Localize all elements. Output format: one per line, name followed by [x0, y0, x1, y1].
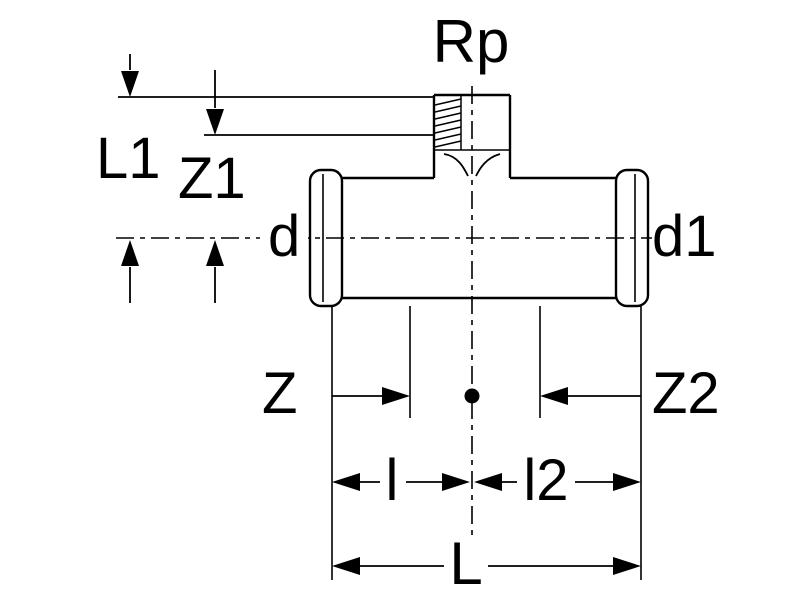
branch-outlet	[432, 93, 512, 178]
label-d-mask	[260, 212, 308, 262]
label-d: d	[268, 204, 300, 269]
label-l2-mask	[517, 452, 575, 508]
thread-hatch-icon	[434, 98, 462, 148]
fitting-body	[308, 168, 650, 308]
labels: Rp L1 Z1 d d1 Z Z2 l l2 L	[96, 8, 720, 597]
label-z1: Z1	[178, 146, 246, 211]
dim-L-arrow-left-icon	[332, 557, 360, 575]
label-L-total: L	[449, 530, 482, 597]
dim-Z2-arrow-left-icon	[540, 387, 568, 405]
dim-l2-arrow-left-icon	[474, 473, 502, 491]
centerlines	[116, 86, 652, 592]
dim-L1-arrow-down-icon	[121, 71, 139, 97]
dim-l-arrow-left-icon	[332, 473, 360, 491]
dim-L-arrow-right-icon	[613, 557, 641, 575]
label-rp: Rp	[433, 8, 510, 75]
label-l-mask	[380, 452, 406, 508]
label-z2: Z2	[652, 361, 720, 426]
dim-L1-arrow-up-icon	[121, 240, 139, 266]
label-z: Z	[262, 361, 297, 426]
bore-funnel-left	[443, 153, 469, 177]
bore-funnel-right	[475, 153, 501, 177]
center-reference-dot	[464, 388, 480, 404]
label-l: l	[386, 448, 399, 513]
label-l2: l2	[523, 448, 568, 513]
dim-l2-arrow-right-icon	[613, 473, 641, 491]
label-l1: L1	[96, 126, 161, 191]
fitting	[308, 93, 650, 308]
dim-Z1-arrow-down-icon	[206, 109, 224, 135]
label-d1: d1	[652, 204, 717, 269]
right-press-bead	[614, 168, 650, 308]
dim-Z-arrow-right-icon	[382, 387, 410, 405]
dim-l-arrow-right-icon	[442, 473, 470, 491]
dimensions	[118, 54, 642, 580]
dim-Z1-arrow-up-icon	[206, 240, 224, 266]
left-press-bead	[308, 168, 344, 308]
label-L-mask	[444, 540, 488, 592]
